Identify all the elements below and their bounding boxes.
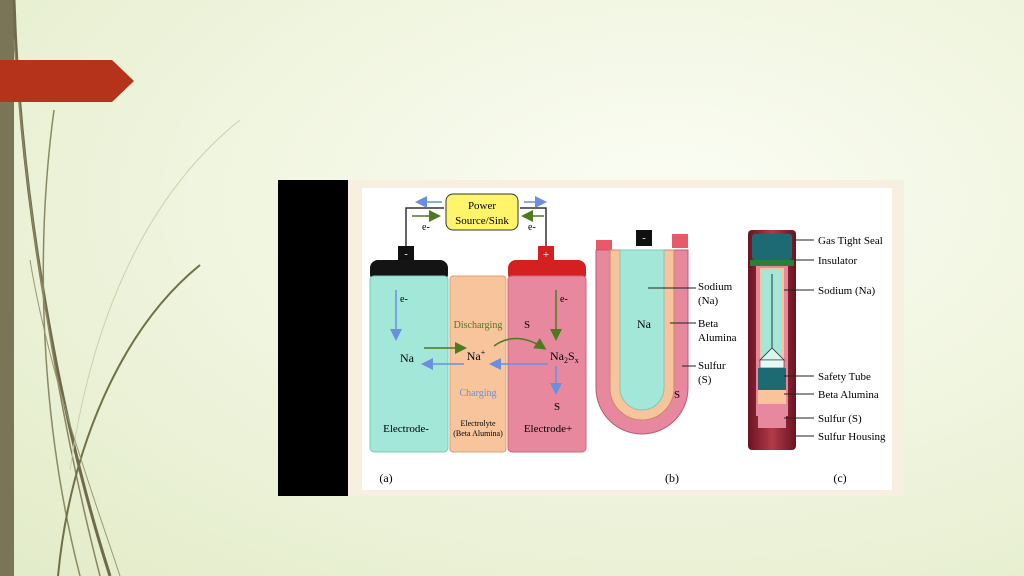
insulator-label: Insulator	[818, 255, 857, 267]
panel-b-na-label: Na	[637, 317, 652, 331]
panel-a-caption: (a)	[379, 471, 392, 485]
cathode-electron-label: e-	[560, 294, 568, 305]
discharging-label: Discharging	[454, 320, 503, 331]
gas-tight-seal-label: Gas Tight Seal	[818, 235, 883, 247]
beta-alumina-label-line1: Beta	[698, 318, 718, 330]
wire-electron-left: e-	[422, 222, 430, 233]
negative-terminal-sign: -	[404, 249, 407, 260]
beta-alumina-label-line2: Alumina	[698, 332, 737, 344]
anode-electron-label: e-	[400, 294, 408, 305]
video-black-panel	[278, 180, 348, 496]
battery-figure: Power Source/Sink e- e- - + e- Na Electr…	[348, 180, 904, 496]
power-box-line1: Power	[468, 200, 496, 212]
panel-c: Gas Tight Seal Insulator Sodium (Na) Saf…	[748, 230, 886, 485]
cathode-sulfur-top: S	[524, 319, 530, 331]
panel-b-terminal-sign: -	[642, 233, 645, 244]
sulfur-housing-label: Sulfur Housing	[818, 431, 886, 443]
charging-label: Charging	[459, 388, 496, 399]
positive-terminal-sign: +	[543, 249, 549, 261]
power-box-line2: Source/Sink	[455, 215, 509, 227]
anode-electrode-label: Electrode-	[383, 423, 429, 435]
left-sidebar-strip	[0, 0, 14, 576]
electrolyte-label-line1: Electrolyte	[460, 419, 496, 428]
sulfur-label-line2: (S)	[698, 374, 712, 386]
electrolyte-ion-label: Na+	[467, 348, 486, 363]
panel-a: Power Source/Sink e- e- - + e- Na Electr…	[369, 193, 587, 485]
slide-accent-tag	[0, 60, 134, 102]
cathode-na2sx-label: Na2Sx	[550, 349, 579, 365]
electrolyte-label-line2: (Beta Alumina)	[453, 429, 503, 438]
sodium-label-line2: (Na)	[698, 295, 718, 307]
cathode-sulfur-bottom: S	[554, 401, 560, 413]
panel-c-caption: (c)	[833, 471, 846, 485]
panel-b-s-label: S	[674, 389, 680, 401]
anode-species-label: Na	[400, 351, 415, 365]
wire-electron-right: e-	[528, 222, 536, 233]
cathode-electrode-label: Electrode+	[524, 423, 572, 435]
beta-alumina-c-label: Beta Alumina	[818, 389, 879, 401]
safety-tube-label: Safety Tube	[818, 371, 871, 383]
sulfur-s-label: Sulfur (S)	[818, 413, 862, 425]
panel-b: - Na S Sodium (Na) Beta Alumina Sulfur (…	[595, 230, 737, 485]
sodium-label-line1: Sodium	[698, 281, 733, 293]
panel-b-caption: (b)	[665, 471, 679, 485]
sodium-na-label: Sodium (Na)	[818, 285, 875, 297]
sulfur-label-line1: Sulfur	[698, 360, 726, 372]
